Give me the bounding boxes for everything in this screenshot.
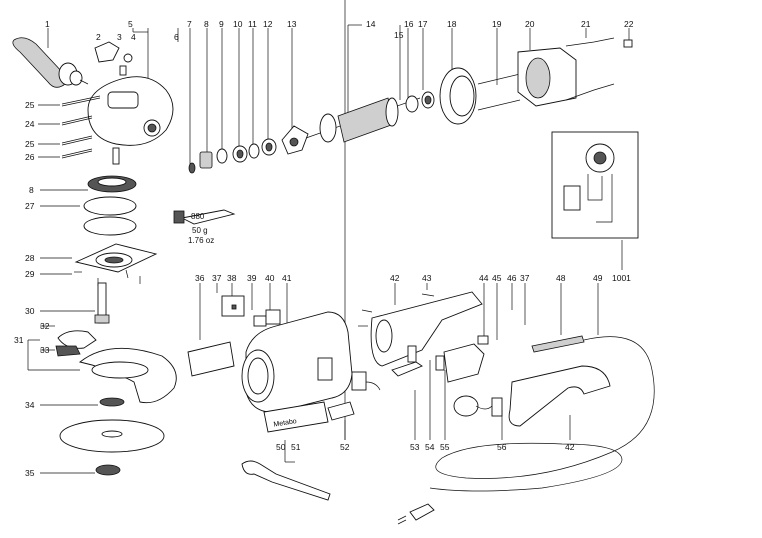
label-19: 19 [492, 19, 502, 29]
label-37: 37 [212, 273, 222, 283]
pin-wrench-and-nameplate: Metabo [241, 401, 331, 501]
power-cable [397, 335, 655, 525]
label-18: 18 [447, 19, 457, 29]
label-15: 15 [394, 30, 404, 40]
label-3: 3 [117, 32, 122, 42]
guard-assembly [55, 330, 177, 404]
label-39: 39 [247, 273, 257, 283]
label-4: 4 [131, 32, 136, 42]
label-25a: 25 [25, 100, 35, 110]
label-10: 10 [233, 19, 243, 29]
label-16: 16 [404, 19, 414, 29]
clamping-nut [95, 464, 121, 476]
stator [477, 37, 633, 111]
wiring-diagram-inset [551, 131, 639, 239]
label-51: 51 [291, 442, 301, 452]
label-31: 31 [14, 335, 24, 345]
label-21: 21 [581, 19, 591, 29]
label-42a: 42 [390, 273, 400, 283]
label-14: 14 [366, 19, 376, 29]
part-labels: 1 2 3 4 5 6 7 8 9 10 11 12 13 14 15 16 1… [14, 19, 634, 478]
label-50: 50 [276, 442, 286, 452]
label-54: 54 [425, 442, 435, 452]
armature [305, 91, 435, 143]
label-6: 6 [174, 32, 179, 42]
gear-head-housing [87, 41, 174, 165]
switch-plate [327, 371, 381, 421]
label-32: 32 [40, 321, 50, 331]
label-20: 20 [525, 19, 535, 29]
spindle [94, 282, 110, 324]
label-26: 26 [25, 152, 35, 162]
label-45: 45 [492, 273, 502, 283]
label-43: 43 [422, 273, 432, 283]
label-41: 41 [282, 273, 292, 283]
motor-housing-parts [187, 295, 353, 413]
bearing-flange [74, 243, 158, 286]
label-55: 55 [440, 442, 450, 452]
grease-tube: 880 50 g 1.76 oz [173, 209, 236, 245]
label-48: 48 [556, 273, 566, 283]
label-2: 2 [96, 32, 101, 42]
grease-weight-g: 50 g [192, 226, 208, 235]
label-1: 1 [45, 19, 50, 29]
grease-amount: 880 [191, 212, 205, 221]
handle-shell [453, 365, 611, 427]
support-flange [99, 397, 125, 407]
label-42b: 42 [565, 442, 575, 452]
leader-lines [27, 0, 630, 474]
label-53: 53 [410, 442, 420, 452]
screws-left [61, 95, 101, 159]
label-22: 22 [624, 19, 634, 29]
air-guide-ring [439, 67, 477, 125]
label-17: 17 [418, 19, 428, 29]
nameplate-text: Metabo [273, 418, 297, 429]
label-35: 35 [25, 468, 35, 478]
side-handle [12, 37, 89, 88]
label-29: 29 [25, 269, 35, 279]
label-33: 33 [40, 345, 50, 355]
label-49: 49 [593, 273, 603, 283]
label-5: 5 [128, 19, 133, 29]
grease-weight-oz: 1.76 oz [188, 236, 214, 245]
label-37b: 37 [520, 273, 530, 283]
label-9: 9 [219, 19, 224, 29]
label-52: 52 [340, 442, 350, 452]
label-28: 28 [25, 253, 35, 263]
grinding-disc [59, 419, 165, 453]
bevel-gear [87, 175, 137, 193]
spindle-bearing-parts [188, 125, 309, 174]
label-12: 12 [263, 19, 273, 29]
o-rings [83, 196, 137, 236]
switch-components [391, 335, 489, 383]
label-34: 34 [25, 400, 35, 410]
label-8: 8 [204, 19, 209, 29]
label-13: 13 [287, 19, 297, 29]
label-40: 40 [265, 273, 275, 283]
label-24: 24 [25, 119, 35, 129]
label-11: 11 [248, 19, 257, 29]
label-36: 36 [195, 273, 205, 283]
label-7: 7 [187, 19, 192, 29]
label-30: 30 [25, 306, 35, 316]
motor-housing-shell [358, 291, 483, 367]
label-44: 44 [479, 273, 489, 283]
label-46: 46 [507, 273, 517, 283]
label-8b: 8 [29, 185, 34, 195]
label-38: 38 [227, 273, 237, 283]
label-1001: 1001 [612, 273, 631, 283]
label-25b: 25 [25, 139, 35, 149]
label-27: 27 [25, 201, 35, 211]
label-56: 56 [497, 442, 507, 452]
